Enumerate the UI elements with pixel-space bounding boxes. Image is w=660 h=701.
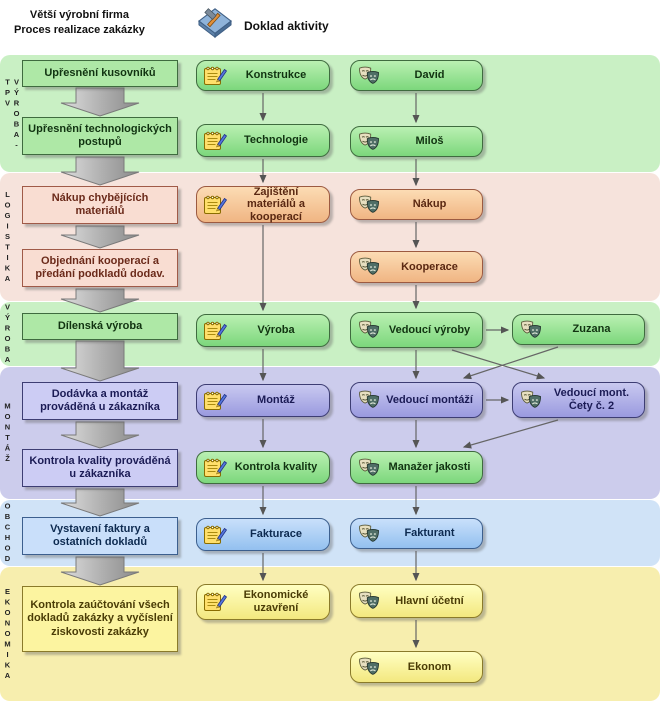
role-label: Vedoucí výroby — [388, 323, 471, 336]
masks-icon — [356, 522, 382, 546]
document-icon — [202, 129, 228, 153]
process-label: Vystavení faktury a ostatních dokladů — [50, 522, 150, 548]
document-icon — [202, 64, 228, 88]
role-label: Manažer jakosti — [388, 461, 471, 474]
doc-montaz[interactable]: Montáž — [196, 384, 330, 417]
doc-fakturace[interactable]: Fakturace — [196, 518, 330, 551]
doc-kontrola-kvality[interactable]: Kontrola kvality — [196, 451, 330, 484]
process-label: Dílenská výroba — [57, 319, 143, 332]
band-label-obchod: OBCHOD — [3, 501, 12, 565]
role-vedouci-vyroby[interactable]: Vedoucí výroby — [350, 312, 483, 348]
doc-label: Kontrola kvality — [234, 461, 318, 474]
document-icon — [202, 319, 228, 343]
masks-icon — [518, 318, 544, 342]
process-label: Upřesnění kusovníků — [44, 66, 156, 79]
role-kooperace[interactable]: Kooperace — [350, 251, 483, 283]
document-icon — [202, 389, 228, 413]
process-name: Proces realizace zakázky — [14, 23, 145, 36]
process-label: Nákup chybějících materiálů — [51, 191, 149, 217]
doc-label: Montáž — [257, 394, 295, 407]
doc-vyroba[interactable]: Výroba — [196, 314, 330, 347]
doc-technologie[interactable]: Technologie — [196, 124, 330, 157]
band-label-ekonomika: EKONOMIKA — [3, 586, 12, 682]
doc-label: Výroba — [257, 324, 295, 337]
role-hlavni-ucetni[interactable]: Hlavní účetní — [350, 584, 483, 618]
masks-icon — [356, 318, 382, 342]
process-kontrola-zauctovani[interactable]: Kontrola zaúčtování všech dokladů zakázk… — [22, 586, 178, 652]
role-milos[interactable]: Miloš — [350, 126, 483, 157]
doc-label: Technologie — [244, 134, 308, 147]
role-label: Ekonom — [407, 660, 452, 673]
role-vedouci-montazi[interactable]: Vedoucí montáží — [350, 382, 483, 418]
doc-zajisteni-materialu[interactable]: Zajištění materiálů a kooperací — [196, 186, 330, 223]
process-label: Kontrola kvality prováděná u zákazníka — [29, 454, 171, 480]
band-label-logistika: LOGISTIKA — [3, 189, 12, 285]
masks-icon — [518, 388, 544, 412]
band-label-vyroba-tpv: VÝROBA-TPV — [3, 76, 21, 151]
document-icon — [202, 523, 228, 547]
masks-icon — [356, 64, 382, 88]
company-name: Větší výrobní firma — [29, 9, 129, 21]
doc-konstrukce[interactable]: Konstrukce — [196, 60, 330, 91]
document-icon — [202, 456, 228, 480]
document-icon — [202, 193, 228, 217]
process-vystaveni-faktury[interactable]: Vystavení faktury a ostatních dokladů — [22, 517, 178, 555]
masks-icon — [356, 456, 382, 480]
role-nakup[interactable]: Nákup — [350, 189, 483, 220]
role-label: Hlavní účetní — [395, 594, 464, 607]
process-label: Objednání kooperací a předání podkladů d… — [35, 254, 165, 280]
process-upresneni-technologickych-postupu[interactable]: Upřesnění technologických postupů — [22, 117, 178, 155]
process-label: Dodávka a montáž prováděná u zákazníka — [40, 387, 160, 413]
role-label: Vedoucí mont. Čety č. 2 — [553, 387, 630, 412]
role-label: Zuzana — [572, 323, 611, 336]
process-kontrola-kvality[interactable]: Kontrola kvality prováděná u zákazníka — [22, 449, 178, 487]
role-label: Miloš — [415, 135, 444, 148]
document-icon — [202, 590, 228, 614]
process-objednani-kooperaci[interactable]: Objednání kooperací a předání podkladů d… — [22, 249, 178, 287]
band-label-montaz: MONTÁŽ — [3, 401, 12, 465]
band-label-vyroba: VÝROBA — [3, 302, 12, 366]
diagram-title: Větší výrobní firma Proces realizace zak… — [14, 8, 145, 38]
role-ekonom[interactable]: Ekonom — [350, 651, 483, 683]
process-label: Upřesnění technologických postupů — [28, 122, 172, 148]
process-label: Kontrola zaúčtování všech dokladů zakázk… — [27, 599, 173, 638]
doc-label: Ekonomické uzavření — [243, 589, 309, 614]
role-label: David — [414, 69, 445, 82]
doc-label: Zajištění materiálů a kooperací — [246, 185, 306, 223]
role-david[interactable]: David — [350, 60, 483, 91]
process-dilenska-vyroba[interactable]: Dílenská výroba — [22, 313, 178, 340]
masks-icon — [356, 589, 382, 613]
doc-label: Konstrukce — [245, 69, 307, 82]
masks-icon — [356, 255, 382, 279]
role-zuzana[interactable]: Zuzana — [512, 314, 645, 345]
doc-label: Fakturace — [250, 528, 302, 541]
role-fakturant[interactable]: Fakturant — [350, 518, 483, 549]
masks-icon — [356, 130, 382, 154]
masks-icon — [356, 388, 382, 412]
role-manazer-jakosti[interactable]: Manažer jakosti — [350, 451, 483, 484]
process-upresneni-kusovniku[interactable]: Upřesnění kusovníků — [22, 60, 178, 87]
doc-ekonomicke-uzavreni[interactable]: Ekonomické uzavření — [196, 584, 330, 620]
activity-document-legend-icon — [196, 6, 234, 40]
legend-label: Doklad aktivity — [244, 19, 329, 33]
role-label: Fakturant — [404, 527, 455, 540]
role-label: Nákup — [412, 198, 447, 211]
process-nakup-chybejicich-materialu[interactable]: Nákup chybějících materiálů — [22, 186, 178, 224]
masks-icon — [356, 193, 382, 217]
header: Větší výrobní firma Proces realizace zak… — [0, 0, 660, 55]
process-dodavka-a-montaz[interactable]: Dodávka a montáž prováděná u zákazníka — [22, 382, 178, 420]
role-label: Kooperace — [401, 260, 458, 273]
masks-icon — [356, 655, 382, 679]
role-vedouci-mont-cety-2[interactable]: Vedoucí mont. Čety č. 2 — [512, 382, 645, 418]
role-label: Vedoucí montáží — [386, 393, 473, 406]
